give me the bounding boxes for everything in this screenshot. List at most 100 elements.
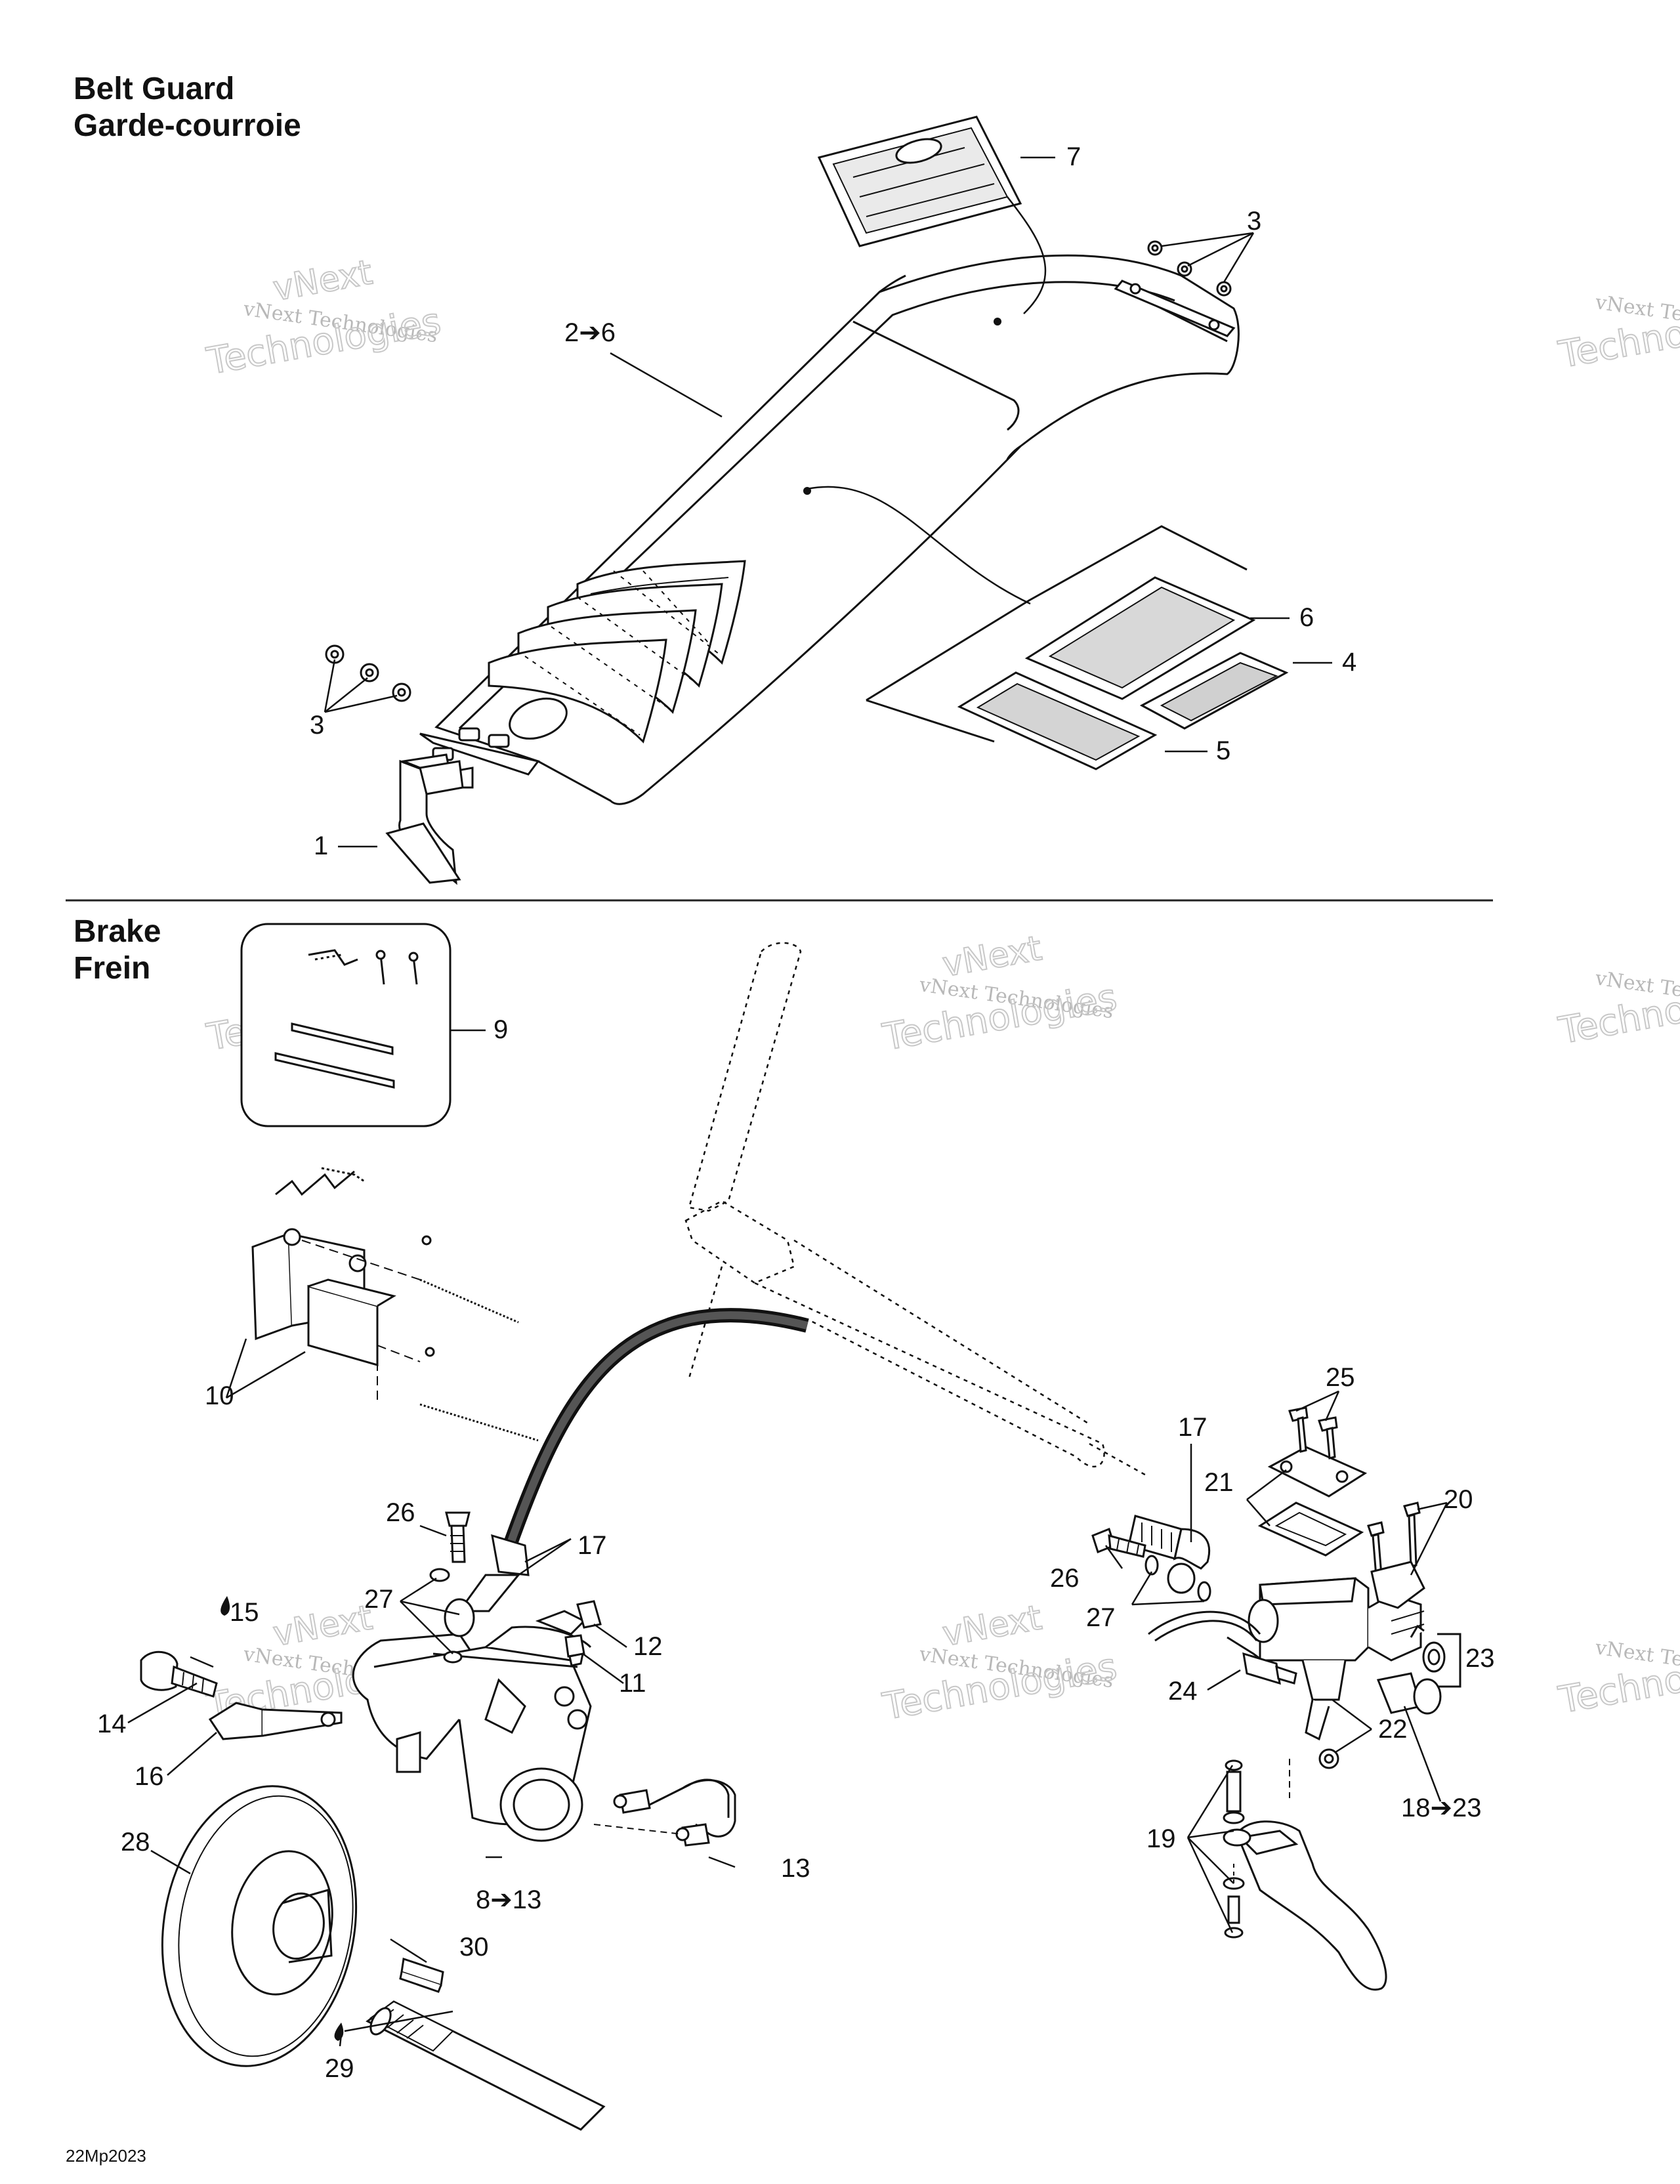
decal-group-location <box>803 487 811 495</box>
callout-17-left: 17 <box>578 1531 607 1560</box>
watermark-3: vNext Technologies Technologies <box>1555 291 1680 377</box>
bleeder-11-12 <box>564 1600 602 1667</box>
decal-5 <box>957 671 1158 770</box>
callout-4: 4 <box>1342 648 1356 677</box>
screws-20 <box>1367 1502 1421 1578</box>
master-cylinder <box>1248 1577 1425 1741</box>
belt-guard-bracket-top <box>1114 280 1236 337</box>
caliper-banjo-27 <box>429 1568 475 1664</box>
callout-26-left: 26 <box>386 1498 415 1527</box>
callout-11: 11 <box>619 1669 646 1698</box>
callout-18-23: 18➔23 <box>1401 1794 1482 1822</box>
decal-group-outline <box>866 525 1248 743</box>
belt-guard-holes <box>432 727 510 761</box>
brake-pads-10 <box>251 1167 539 1442</box>
brake-disc-28 <box>161 1785 358 2067</box>
kit-9-box <box>240 923 452 1127</box>
callout-12: 12 <box>633 1632 663 1661</box>
watermark-9: vNext Technologies Technologies <box>1555 1636 1680 1723</box>
decal-7-location <box>994 318 1001 326</box>
decal-7-leader <box>1007 196 1047 314</box>
switch-23 <box>1376 1624 1446 1715</box>
watermark-text: vNext <box>940 1598 1045 1654</box>
callout-29: 29 <box>325 2054 354 2083</box>
watermark-8: vNext vNext Technologies Technologies <box>879 1597 1121 1729</box>
brake-title-fr: Frein <box>74 951 151 986</box>
callout-19: 19 <box>1146 1824 1176 1853</box>
watermark-6: vNext Technologies Technologies <box>1555 967 1680 1053</box>
brake-title-en: Brake <box>74 914 161 949</box>
watermark-5: vNext vNext Technologies Technologies <box>879 928 1121 1060</box>
key-30 <box>399 1958 444 1993</box>
decal-group-leader <box>807 486 1031 605</box>
callout-24: 24 <box>1168 1677 1198 1706</box>
callout-7: 7 <box>1066 142 1081 171</box>
washers-27-upper <box>1144 1555 1211 1602</box>
drive-shaft <box>366 2000 606 2131</box>
watermark-text: vNext <box>940 929 1045 984</box>
brake-leaders <box>127 1338 1448 2047</box>
callout-15: 15 <box>230 1598 259 1627</box>
nuts-3-left <box>325 644 411 702</box>
bracket-23 <box>1437 1633 1461 1688</box>
pad-pin-dashes <box>301 1240 421 1404</box>
brake-hose-inner <box>505 1311 808 1551</box>
watermark-text: vNext <box>270 253 375 308</box>
callouts: 7 3 2➔6 6 4 5 3 1 9 10 26 17 27 15 12 11… <box>97 142 1495 2083</box>
callout-9: 9 <box>494 1015 508 1044</box>
grease-drop-15 <box>220 1596 230 1616</box>
decal-6 <box>1024 576 1256 700</box>
callout-16: 16 <box>135 1762 164 1791</box>
callout-2-6: 2➔6 <box>564 318 616 347</box>
belt-guard-bracket-part-1 <box>385 753 474 885</box>
belt-guard-leaders <box>324 156 1332 848</box>
callout-3-right: 3 <box>1247 207 1261 236</box>
bolt-26-lower <box>445 1511 471 1563</box>
callout-13: 13 <box>781 1854 810 1883</box>
callout-27-left: 27 <box>364 1585 394 1614</box>
fittings-13 <box>613 1789 710 1847</box>
brake-lever-19 <box>1223 1759 1387 1991</box>
callout-1: 1 <box>314 831 328 860</box>
callout-28: 28 <box>121 1828 150 1857</box>
watermark-1: vNext vNext Technologies Technologies <box>203 252 445 384</box>
bracket-16 <box>208 1702 343 1740</box>
watermark-text: vNext <box>270 1598 375 1654</box>
handlebar-reference <box>684 942 1149 1478</box>
callout-14: 14 <box>97 1710 127 1738</box>
reservoir-cover-21 <box>1257 1446 1368 1557</box>
fitting-dash <box>593 1824 683 1835</box>
callout-23: 23 <box>1465 1644 1495 1673</box>
bolt-26-upper <box>1091 1528 1146 1558</box>
switch-24 <box>1242 1652 1297 1685</box>
callout-27-right: 27 <box>1086 1603 1116 1632</box>
brake-caliper <box>352 1610 592 1842</box>
brake-line-13 <box>649 1778 736 1838</box>
belt-guard-title: Belt Guard Garde-courroie <box>74 71 301 144</box>
belt-guard-title-fr: Garde-courroie <box>74 108 301 143</box>
callout-3-left: 3 <box>310 711 324 740</box>
nut-22 <box>1318 1748 1339 1769</box>
callout-5: 5 <box>1216 736 1230 765</box>
drawing-code: 22Mp2023 <box>66 2146 146 2166</box>
brake-title: Brake Frein <box>74 914 161 987</box>
callout-8-13: 8➔13 <box>476 1885 541 1914</box>
decal-7 <box>817 116 1022 247</box>
callout-26-right: 26 <box>1050 1564 1080 1593</box>
decal-4 <box>1139 652 1289 730</box>
belt-guard-title-en: Belt Guard <box>74 72 235 106</box>
callout-25: 25 <box>1326 1363 1355 1392</box>
callout-30: 30 <box>459 1933 489 1962</box>
callout-10: 10 <box>205 1381 234 1410</box>
callout-20: 20 <box>1444 1485 1473 1514</box>
callout-6: 6 <box>1299 603 1314 632</box>
hose-fitting-lower <box>457 1534 530 1612</box>
clamp-20 <box>1370 1561 1425 1609</box>
callout-17-right: 17 <box>1178 1413 1208 1442</box>
callout-21: 21 <box>1204 1468 1234 1497</box>
bolt-14 <box>140 1650 218 1698</box>
callout-22: 22 <box>1378 1715 1408 1744</box>
grease-drop-29 <box>334 2023 344 2041</box>
belt-guard-vents <box>488 560 746 744</box>
